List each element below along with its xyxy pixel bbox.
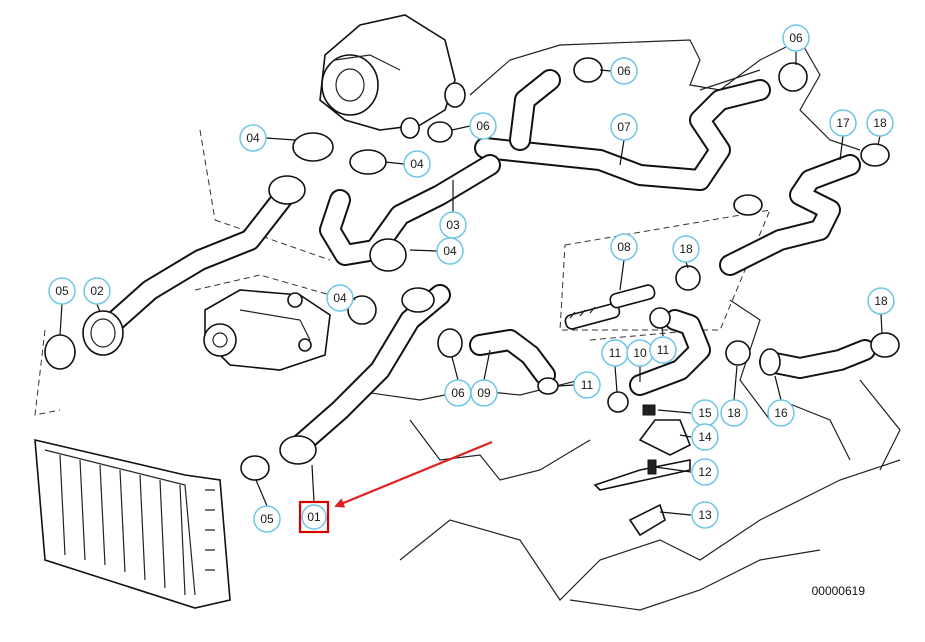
hose-01 (279, 284, 451, 465)
radiator (34, 438, 231, 609)
callout-04b[interactable]: 04 (403, 150, 431, 178)
callout-18c[interactable]: 18 (867, 287, 895, 315)
callout-label: 06 (476, 119, 490, 133)
callout-label: 02 (90, 284, 104, 298)
callout-12[interactable]: 12 (691, 458, 719, 486)
callout-11a[interactable]: 11 (601, 339, 629, 367)
hose-09 (469, 329, 556, 386)
callout-05a[interactable]: 05 (48, 277, 76, 305)
callout-label: 17 (836, 116, 850, 130)
callout-label: 18 (874, 294, 888, 308)
connector-08 (564, 284, 656, 330)
callout-label: 06 (617, 64, 631, 78)
callout-label: 11 (581, 378, 594, 392)
clamps (44, 57, 900, 481)
callout-13[interactable]: 13 (691, 501, 719, 529)
hose-17 (719, 154, 861, 276)
callout-06d[interactable]: 06 (444, 379, 472, 407)
callout-label: 05 (260, 512, 274, 526)
callout-18d[interactable]: 18 (720, 399, 748, 427)
callout-06c[interactable]: 06 (469, 112, 497, 140)
callout-15[interactable]: 15 (691, 399, 719, 427)
callout-label: 01 (307, 510, 321, 524)
callout-02[interactable]: 02 (83, 277, 111, 305)
callout-03[interactable]: 03 (439, 211, 467, 239)
callout-07[interactable]: 07 (610, 113, 638, 141)
callout-18a[interactable]: 18 (866, 109, 894, 137)
leader-lines (59, 52, 883, 516)
callout-label: 06 (451, 386, 465, 400)
callout-label: 03 (446, 218, 460, 232)
callout-label: 04 (246, 131, 260, 145)
callout-label: 08 (617, 240, 631, 254)
callout-label: 15 (698, 406, 712, 420)
callout-label: 18 (873, 116, 887, 130)
callout-label: 04 (443, 244, 457, 258)
water-pump (203, 289, 331, 371)
red-arrow (334, 440, 493, 508)
callout-04a[interactable]: 04 (239, 124, 267, 152)
callout-label: 11 (609, 346, 622, 360)
callout-label: 04 (333, 291, 347, 305)
callout-label: 18 (679, 242, 693, 256)
callout-label: 12 (698, 465, 712, 479)
callout-label: 16 (774, 406, 788, 420)
hose-16 (759, 339, 876, 379)
callout-04c[interactable]: 04 (436, 237, 464, 265)
callout-14[interactable]: 14 (691, 423, 719, 451)
callout-09[interactable]: 09 (470, 379, 498, 407)
callout-01-highlighted[interactable]: 01 (298, 500, 330, 534)
hose-07 (474, 69, 771, 191)
callout-label: 06 (789, 31, 803, 45)
hose-02 (82, 175, 306, 356)
callout-label: 09 (477, 386, 491, 400)
callout-label: 13 (698, 508, 712, 522)
callout-11b[interactable]: 11 (649, 336, 677, 364)
callout-17[interactable]: 17 (829, 109, 857, 137)
callout-06b[interactable]: 06 (610, 57, 638, 85)
callout-08[interactable]: 08 (610, 233, 638, 261)
bracket-parts (593, 404, 692, 537)
callout-label: 07 (617, 120, 631, 134)
callout-05b[interactable]: 05 (253, 505, 281, 533)
document-number: 00000619 (811, 584, 865, 598)
callout-label: 10 (633, 346, 647, 360)
callout-label: 04 (410, 157, 424, 171)
callout-18b[interactable]: 18 (672, 235, 700, 263)
callout-label: 14 (698, 430, 712, 444)
hose-10 (629, 309, 711, 396)
callout-06a[interactable]: 06 (782, 24, 810, 52)
hose-03 (319, 154, 501, 266)
thermostat-housing (319, 14, 466, 139)
callout-11c[interactable]: 11 (573, 371, 601, 399)
callout-label: 11 (657, 343, 670, 357)
callout-label: 18 (727, 406, 741, 420)
callout-label: 05 (55, 284, 69, 298)
callout-04d[interactable]: 04 (326, 284, 354, 312)
callout-10[interactable]: 10 (626, 339, 654, 367)
callout-16[interactable]: 16 (767, 399, 795, 427)
